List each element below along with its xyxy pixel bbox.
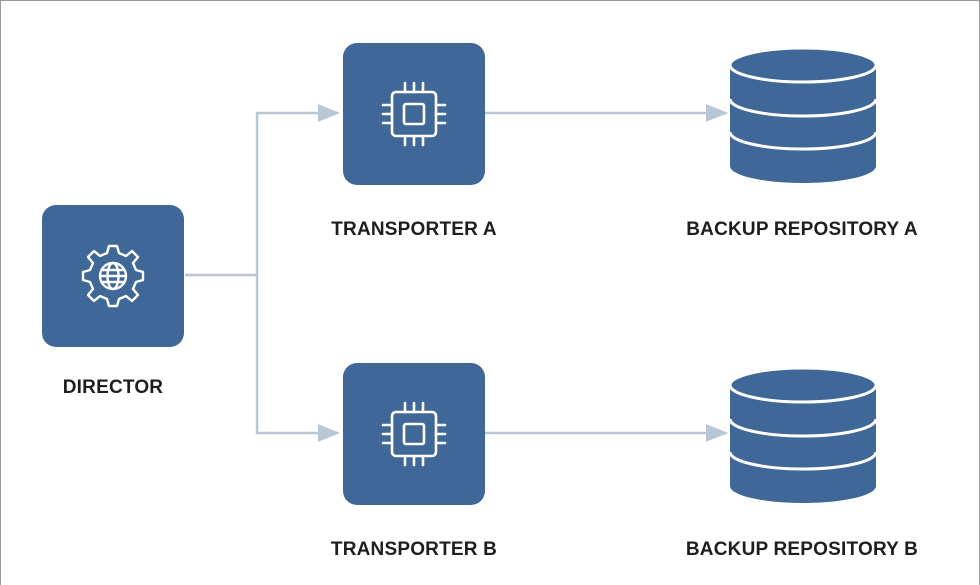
connector-director-to-transporter-b [255,275,341,442]
database-icon [728,366,878,503]
connector-director-to-transporter-a [255,104,341,275]
database-icon [728,46,878,183]
cpu-chip-icon [381,401,447,467]
transporter-a-node[interactable] [343,43,485,185]
repository-b-node[interactable] [728,366,878,503]
connectors [185,104,729,442]
transporter-b-box [343,363,485,505]
cpu-chip-icon [381,81,447,147]
repository-b-label: BACKUP REPOSITORY B [685,539,919,560]
transporter-b-label: TRANSPORTER B [330,539,498,560]
transporter-a-box [343,43,485,185]
director-label: DIRECTOR [62,377,164,398]
transporter-a-label: TRANSPORTER A [331,219,497,240]
repository-a-label: BACKUP REPOSITORY A [686,219,918,240]
gear-globe-icon [81,244,145,308]
director-node[interactable] [42,205,184,347]
transporter-b-node[interactable] [343,363,485,505]
repository-a-node[interactable] [728,46,878,183]
